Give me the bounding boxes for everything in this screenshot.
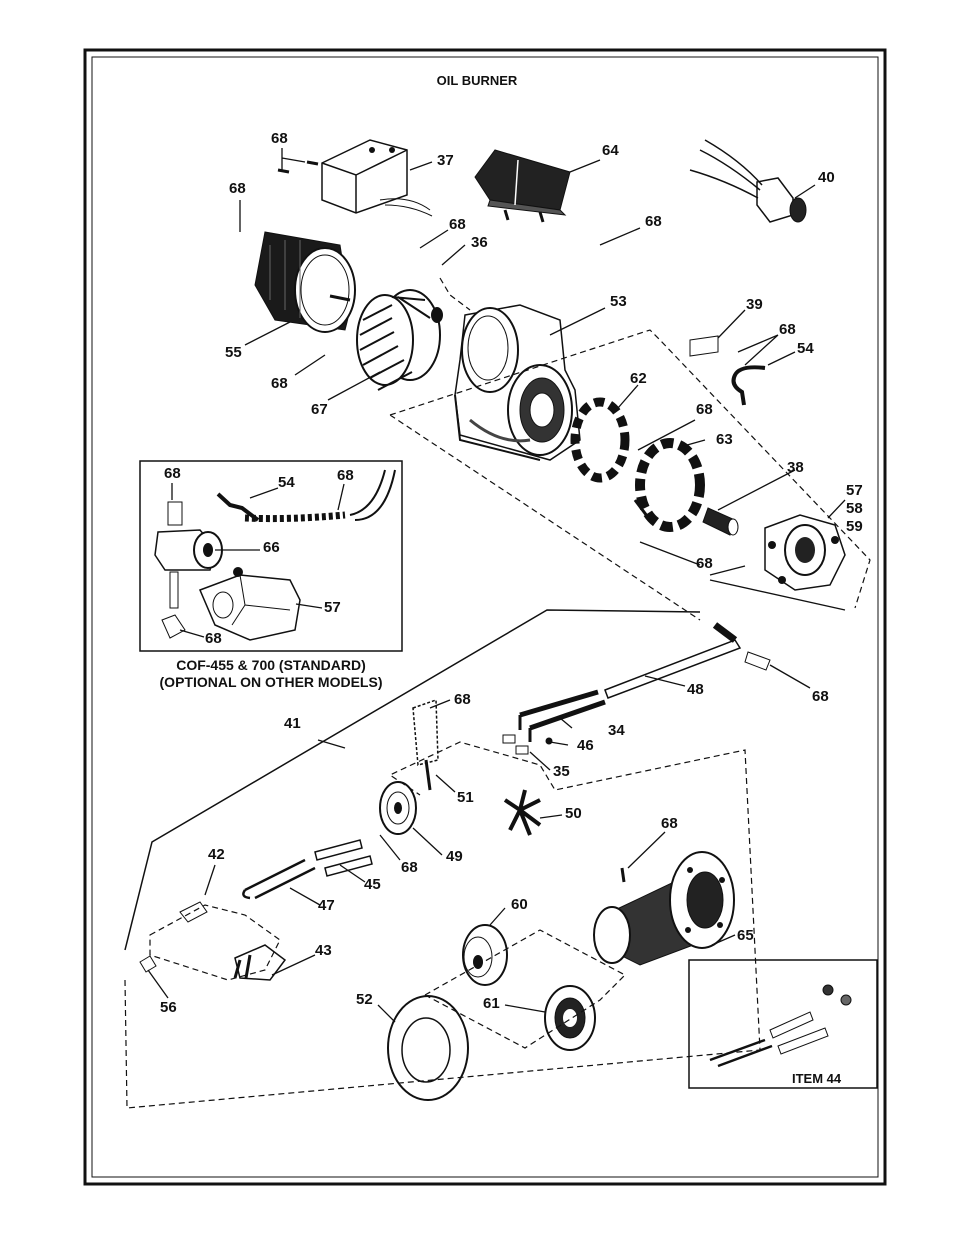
part-37-control-box bbox=[321, 139, 433, 217]
callout-68: 68 bbox=[696, 555, 713, 572]
callout-68: 68 bbox=[812, 688, 829, 705]
callout-51: 51 bbox=[457, 789, 474, 806]
leader-lines bbox=[147, 148, 846, 1023]
callout-63: 63 bbox=[716, 431, 733, 448]
callout-68: 68 bbox=[779, 321, 796, 338]
callout-61: 61 bbox=[483, 995, 500, 1012]
item44-parts bbox=[709, 984, 852, 1068]
part-47-electrode-rods bbox=[242, 858, 316, 900]
inset-caption-line1: COF-455 & 700 (STANDARD) bbox=[176, 657, 366, 673]
callout-40: 40 bbox=[818, 169, 835, 186]
callout-48: 48 bbox=[687, 681, 704, 698]
callout-65: 65 bbox=[737, 927, 754, 944]
outer-border bbox=[83, 48, 887, 1186]
callout-46: 46 bbox=[577, 737, 594, 754]
part-67-blower-wheel bbox=[356, 289, 443, 391]
part-38-tube bbox=[702, 507, 739, 536]
callout-56: 56 bbox=[160, 999, 177, 1016]
callout-36: 36 bbox=[471, 234, 488, 251]
callout-54: 54 bbox=[797, 340, 814, 357]
callout-60: 60 bbox=[511, 896, 528, 913]
part-45-insulator-tubes bbox=[314, 839, 373, 877]
inner-border bbox=[91, 56, 879, 1178]
part-51-bracket bbox=[412, 698, 439, 791]
callout-68: 68 bbox=[401, 859, 418, 876]
part-52-gasket bbox=[387, 995, 469, 1101]
callout-34: 34 bbox=[608, 722, 625, 739]
callout-45: 45 bbox=[364, 876, 381, 893]
callout-68: 68 bbox=[164, 465, 181, 482]
part-65-air-tube bbox=[593, 851, 735, 966]
callout-42: 42 bbox=[208, 846, 225, 863]
inset-pump-57 bbox=[199, 567, 301, 641]
part-63-air-band-outer bbox=[633, 438, 705, 532]
callout-37: 37 bbox=[437, 152, 454, 169]
callout-66: 66 bbox=[263, 539, 280, 556]
diagram-title: OIL BURNER bbox=[436, 73, 518, 88]
assembly-dashed-lines bbox=[124, 277, 871, 1109]
callout-62: 62 bbox=[630, 370, 647, 387]
callout-43: 43 bbox=[315, 942, 332, 959]
part-55-motor bbox=[254, 231, 356, 333]
callout-68: 68 bbox=[271, 375, 288, 392]
callout-68: 68 bbox=[229, 180, 246, 197]
part-54-oil-line bbox=[731, 365, 766, 406]
inset-box-item44 bbox=[688, 959, 878, 1089]
part-50-turbulator bbox=[503, 789, 542, 836]
callout-39: 39 bbox=[746, 296, 763, 313]
callout-49: 49 bbox=[446, 848, 463, 865]
part-35-46-insulators bbox=[502, 734, 553, 755]
inset-box-cof bbox=[139, 460, 403, 652]
part-39-bracket bbox=[689, 335, 719, 357]
part-62-air-band bbox=[570, 397, 630, 483]
item44-caption: ITEM 44 bbox=[792, 1071, 842, 1086]
part-48-oil-tube bbox=[604, 622, 771, 699]
callout-54: 54 bbox=[278, 474, 295, 491]
callout-57: 57 bbox=[846, 482, 863, 499]
callout-50: 50 bbox=[565, 805, 582, 822]
callout-68: 68 bbox=[205, 630, 222, 647]
part-61-retention-head bbox=[544, 985, 596, 1051]
part-40-cad-cell bbox=[689, 139, 807, 223]
screws-68-top bbox=[277, 160, 319, 174]
callout-68: 68 bbox=[454, 691, 471, 708]
callout-53: 53 bbox=[610, 293, 627, 310]
part-68-screw-65 bbox=[620, 867, 626, 883]
inset-flex-line-54 bbox=[216, 469, 396, 523]
callout-67: 67 bbox=[311, 401, 328, 418]
inset-solenoid-valve-66 bbox=[154, 501, 223, 571]
callout-38: 38 bbox=[787, 459, 804, 476]
callout-35: 35 bbox=[553, 763, 570, 780]
part-42-adapter bbox=[179, 901, 208, 923]
callout-64: 64 bbox=[602, 142, 619, 159]
part-34-electrodes bbox=[518, 689, 606, 742]
inset-fitting-68 bbox=[161, 571, 186, 639]
part-60-head bbox=[462, 924, 508, 986]
callout-52: 52 bbox=[356, 991, 373, 1008]
part-64-ignition-transformer bbox=[474, 149, 571, 223]
part-43-nozzle-adapter bbox=[233, 944, 287, 981]
part-56-nozzle bbox=[139, 955, 157, 973]
part-57-fuel-pump bbox=[764, 514, 846, 591]
callout-68: 68 bbox=[645, 213, 662, 230]
callout-68: 68 bbox=[337, 467, 354, 484]
inset-caption-line2: (OPTIONAL ON OTHER MODELS) bbox=[159, 674, 383, 690]
callout-68: 68 bbox=[271, 130, 288, 147]
callout-41: 41 bbox=[284, 715, 301, 732]
callout-68: 68 bbox=[696, 401, 713, 418]
part-53-burner-housing bbox=[454, 304, 581, 461]
callout-58: 58 bbox=[846, 500, 863, 517]
group-41-bracket-line bbox=[124, 609, 701, 951]
callout-59: 59 bbox=[846, 518, 863, 535]
callout-57: 57 bbox=[324, 599, 341, 616]
callout-55: 55 bbox=[225, 344, 242, 361]
callout-68: 68 bbox=[449, 216, 466, 233]
part-49-static-disc bbox=[379, 781, 417, 835]
callout-47: 47 bbox=[318, 897, 335, 914]
callout-68: 68 bbox=[661, 815, 678, 832]
